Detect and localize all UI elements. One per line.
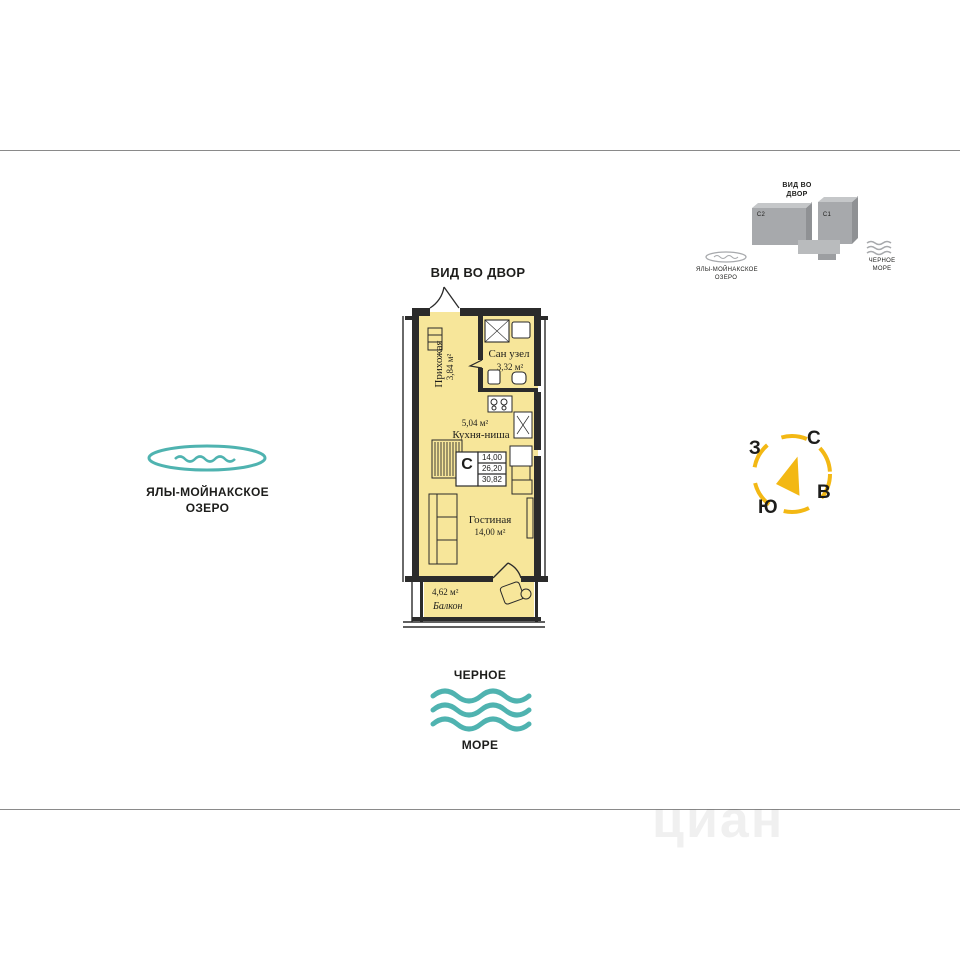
minimap-lake-line2: ОЗЕРО: [714, 275, 738, 281]
apartment-area-with-balcony: 30,82: [481, 475, 503, 484]
compass: [752, 434, 832, 514]
lake-label-line1: ЯЛЫ-МОЙНАКСКОЕ: [146, 485, 269, 499]
view-label: ВИД ВО ДВОР: [430, 265, 526, 280]
outer-lines: [402, 316, 546, 628]
apartment-info-box: [455, 451, 507, 487]
balcony-area: 4,62 м²: [432, 587, 459, 597]
compass-north: С: [806, 428, 822, 449]
minimap-lake-line1: ЯЛЫ-МОЙНАКСКОЕ: [696, 267, 758, 273]
minimap-c1: С1: [822, 212, 832, 218]
entrance-door: [429, 286, 460, 309]
compass-east: В: [816, 482, 832, 503]
bathroom-area: 3,32 м²: [496, 362, 524, 372]
compass-west: З: [748, 438, 762, 459]
apartment-type: С: [461, 456, 473, 473]
hallway-wardrobe: [427, 327, 443, 351]
hallway-name: Прихожая: [433, 340, 445, 388]
kitchen-area: 5,04 м²: [461, 418, 489, 428]
watermark: циан: [652, 791, 785, 849]
hallway-area: 3,84 м²: [445, 353, 455, 381]
minimap-sea-line1: ЧЕРНОЕ: [868, 258, 896, 264]
apartment-total-area: 26,20: [481, 464, 503, 473]
sea-icon: [430, 688, 532, 732]
plan-frame: [0, 150, 960, 810]
tv-stand: [526, 497, 534, 539]
bathroom-door: [468, 359, 483, 369]
minimap: [705, 196, 892, 263]
minimap-c2: С2: [756, 212, 766, 218]
compass-south: Ю: [758, 497, 778, 518]
minimap-sea-line2: МОРЕ: [872, 266, 892, 272]
kitchen-name: Кухня-ниша: [452, 429, 510, 441]
minimap-view-line1: ВИД ВО: [782, 182, 812, 189]
bathroom-fixtures: [484, 319, 531, 385]
balcony-chair: [499, 581, 532, 605]
balcony-door: [492, 562, 522, 579]
sofa: [428, 493, 458, 565]
balcony-name: Балкон: [433, 601, 463, 612]
sea-label-bottom: МОРЕ: [461, 738, 499, 752]
living-area: 14,00 м²: [474, 527, 506, 537]
walls: [405, 308, 548, 622]
lake-icon: [147, 444, 267, 472]
minimap-view-line2: ДВОР: [786, 191, 808, 198]
sea-label-top: ЧЕРНОЕ: [453, 668, 507, 682]
bathroom-name: Сан узел: [488, 348, 530, 360]
lake-label-line2: ОЗЕРО: [185, 501, 230, 515]
apartment-living-area: 14,00: [481, 453, 503, 462]
kitchen-fixtures: [487, 395, 533, 495]
living-name: Гостиная: [468, 514, 512, 526]
